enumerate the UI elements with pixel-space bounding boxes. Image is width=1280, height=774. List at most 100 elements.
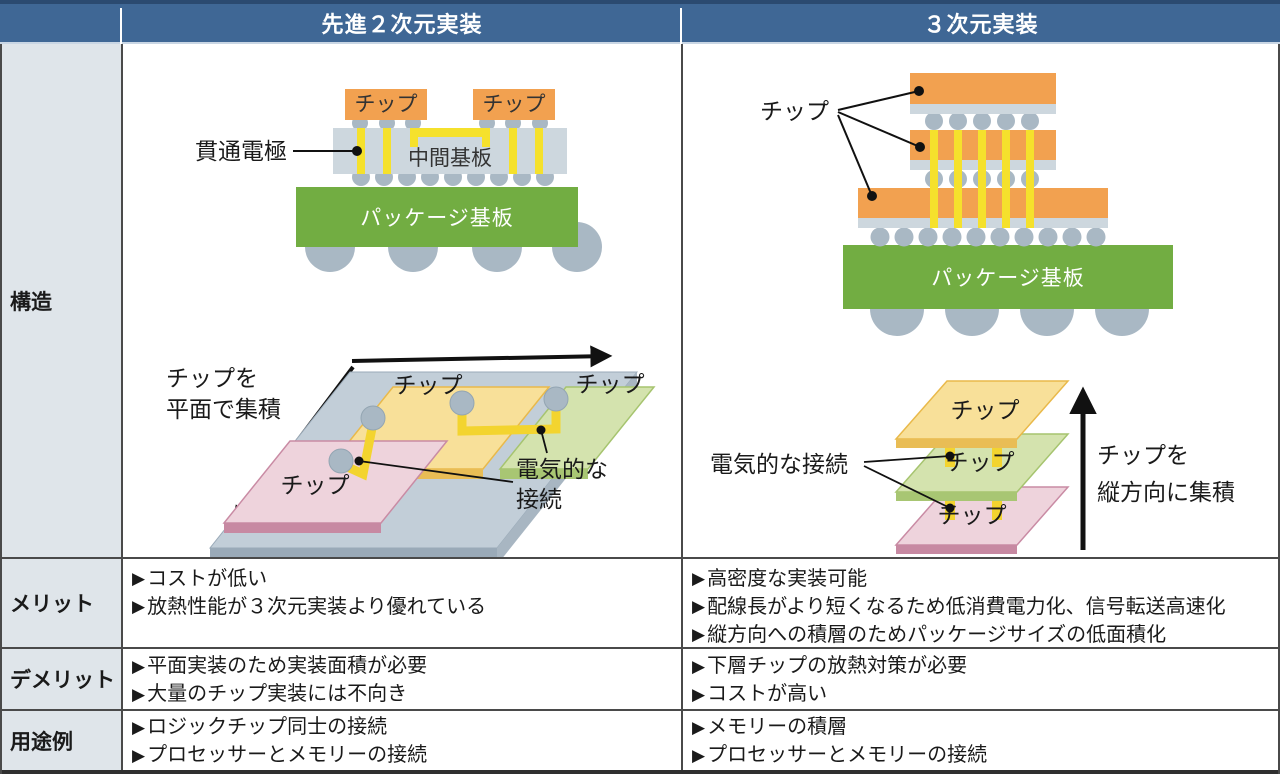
usage-label-text: 用途例 (10, 730, 73, 754)
demerit-cell-advanced-2d: ▶ 平面実装のため実装面積が必要 ▶ 大量のチップ実装には不向き (123, 649, 681, 709)
diagram-3d-vertical-stack: チップ チップ チップ 電気的な接続 チップを 縦方向に集積 (710, 380, 1235, 554)
bullet-icon: ▶ (692, 625, 706, 644)
electrical-connections (328, 386, 569, 481)
demerit-label-text: デメリット (10, 669, 115, 692)
chip-pink (222, 440, 449, 533)
through-vias (930, 130, 1034, 228)
interposer-label: 中間基板 (408, 147, 492, 170)
demerit-text: 下層チップの放熱対策が必要 (707, 655, 968, 677)
merit-label-text: メリット (10, 593, 94, 616)
plate-yellow-label: チップ (951, 397, 1020, 423)
bullet-item: ▶ 配線長がより短くなるため低消費電力化、信号転送高速化 (692, 593, 1272, 621)
connection-pointer-line (540, 429, 548, 454)
row-divider (0, 557, 1280, 559)
plate-yellow (894, 380, 1070, 448)
merit-text: コストが低い (147, 568, 268, 590)
usage-text: ロジックチップ同士の接続 (147, 716, 388, 738)
package-substrate (296, 187, 578, 247)
header-3d: ３次元実装 (682, 4, 1280, 42)
row-label-structure: 構造 (2, 44, 121, 557)
chip-pink-label: チップ (281, 472, 350, 498)
vertical-caption-line1: チップを (1097, 442, 1189, 468)
bullet-item: ▶ メモリーの積層 (692, 714, 1272, 742)
vertical-caption-line2: 縦方向に集積 (1097, 479, 1235, 505)
header-3d-label: ３次元実装 (923, 12, 1039, 37)
header-advanced-2d-label: 先進２次元実装 (321, 12, 483, 37)
chip-left (345, 89, 427, 120)
usage-cell-advanced-2d: ▶ ロジックチップ同士の接続 ▶ プロセッサーとメモリーの接続 (123, 711, 681, 770)
bullet-item: ▶ 下層チップの放熱対策が必要 (692, 653, 1272, 681)
tsv-label: 貫通電極 (195, 138, 287, 164)
bullet-icon: ▶ (692, 569, 706, 588)
diagram-3d-cross-section: パッケージ基板 チップ (760, 73, 1173, 336)
column-divider (681, 44, 683, 770)
bullet-item: ▶ 縦方向への積層のためパッケージサイズの低面積化 (692, 621, 1272, 649)
plane-caption-line1: チップを (166, 365, 258, 391)
chip-pointer-lines (837, 90, 921, 197)
header-separator (120, 8, 122, 44)
bullet-icon: ▶ (692, 657, 706, 676)
structure-label-text: 構造 (10, 290, 52, 314)
column-divider (121, 44, 123, 770)
chip-pointer-dot (914, 86, 924, 96)
bullet-item: ▶ ロジックチップ同士の接続 (132, 714, 675, 742)
demerit-text: コストが高い (707, 683, 828, 705)
plane-caption-line2: 平面で集積 (166, 396, 281, 422)
diagram-2d-planar: チップを 平面で集積 (166, 345, 656, 557)
table-header-row: 先進２次元実装 ３次元実装 (0, 0, 1280, 44)
chip-pointer-dot (867, 191, 877, 201)
chip-label: チップ (760, 98, 829, 124)
chip-right (473, 89, 555, 120)
usage-text: プロセッサーとメモリーの接続 (147, 744, 428, 766)
header-advanced-2d: 先進２次元実装 (122, 4, 682, 42)
plate-green-label: チップ (946, 449, 1015, 475)
package-substrate-label: パッケージ基板 (931, 267, 1085, 290)
chip-right-label: チップ (483, 93, 546, 116)
connection-pointer-line (863, 465, 951, 509)
connection-pointer-line (358, 460, 514, 483)
chip-green-label: チップ (576, 371, 645, 397)
bump-rows (870, 112, 1106, 247)
demerit-text: 平面実装のため実装面積が必要 (147, 655, 428, 677)
demerit-text: 大量のチップ実装には不向き (147, 683, 408, 705)
redistribution-trace (410, 128, 490, 137)
bullet-item: ▶ プロセッサーとメモリーの接続 (132, 742, 675, 770)
usage-text: プロセッサーとメモリーの接続 (707, 744, 988, 766)
package-substrate-label: パッケージ基板 (360, 207, 514, 230)
merit-cell-3d: ▶ 高密度な実装可能 ▶ 配線長がより短くなるため低消費電力化、信号転送高速化 … (683, 559, 1278, 647)
bullet-item: ▶ 放熱性能が３次元実装より優れている (132, 593, 675, 621)
plate-pink (894, 486, 1070, 554)
chip-top (910, 73, 1056, 104)
row-label-demerit: デメリット (2, 649, 121, 709)
merit-text: 配線長がより短くなるため低消費電力化、信号転送高速化 (707, 596, 1226, 618)
row-divider (0, 709, 1280, 711)
chip-green (498, 386, 656, 479)
demerit-cell-3d: ▶ 下層チップの放熱対策が必要 ▶ コストが高い (683, 649, 1278, 709)
bullet-icon: ▶ (132, 746, 146, 765)
tsv-pointer-dot (352, 146, 362, 156)
electrical-label-line2: 接続 (516, 486, 562, 512)
chip-left-label: チップ (355, 93, 418, 116)
bullet-icon: ▶ (132, 657, 146, 676)
diagram-2d-cross-section: パッケージ基板 中間基板 チップ チップ (195, 89, 602, 272)
bullet-item: ▶ 高密度な実装可能 (692, 565, 1272, 593)
bullet-icon: ▶ (132, 597, 146, 616)
bullet-icon: ▶ (692, 718, 706, 737)
connection-pointer-line (863, 455, 951, 463)
plane-arrow-horizontal (351, 345, 613, 368)
chip-yellow-label: チップ (394, 372, 463, 398)
table-right-border (1278, 44, 1280, 774)
chip-pointer-dot (915, 142, 925, 152)
bullet-item: ▶ 平面実装のため実装面積が必要 (132, 653, 675, 681)
header-separator (680, 8, 682, 44)
plate-green (894, 433, 1070, 501)
bullet-icon: ▶ (132, 685, 146, 704)
bullet-item: ▶ コストが低い (132, 565, 675, 593)
electrical-label-line1: 電気的な (516, 456, 608, 482)
bullet-icon: ▶ (692, 685, 706, 704)
usage-text: メモリーの積層 (707, 716, 848, 738)
merit-text: 縦方向への積層のためパッケージサイズの低面積化 (707, 624, 1167, 646)
table-bottom-border (0, 770, 1280, 774)
bullet-icon: ▶ (692, 746, 706, 765)
